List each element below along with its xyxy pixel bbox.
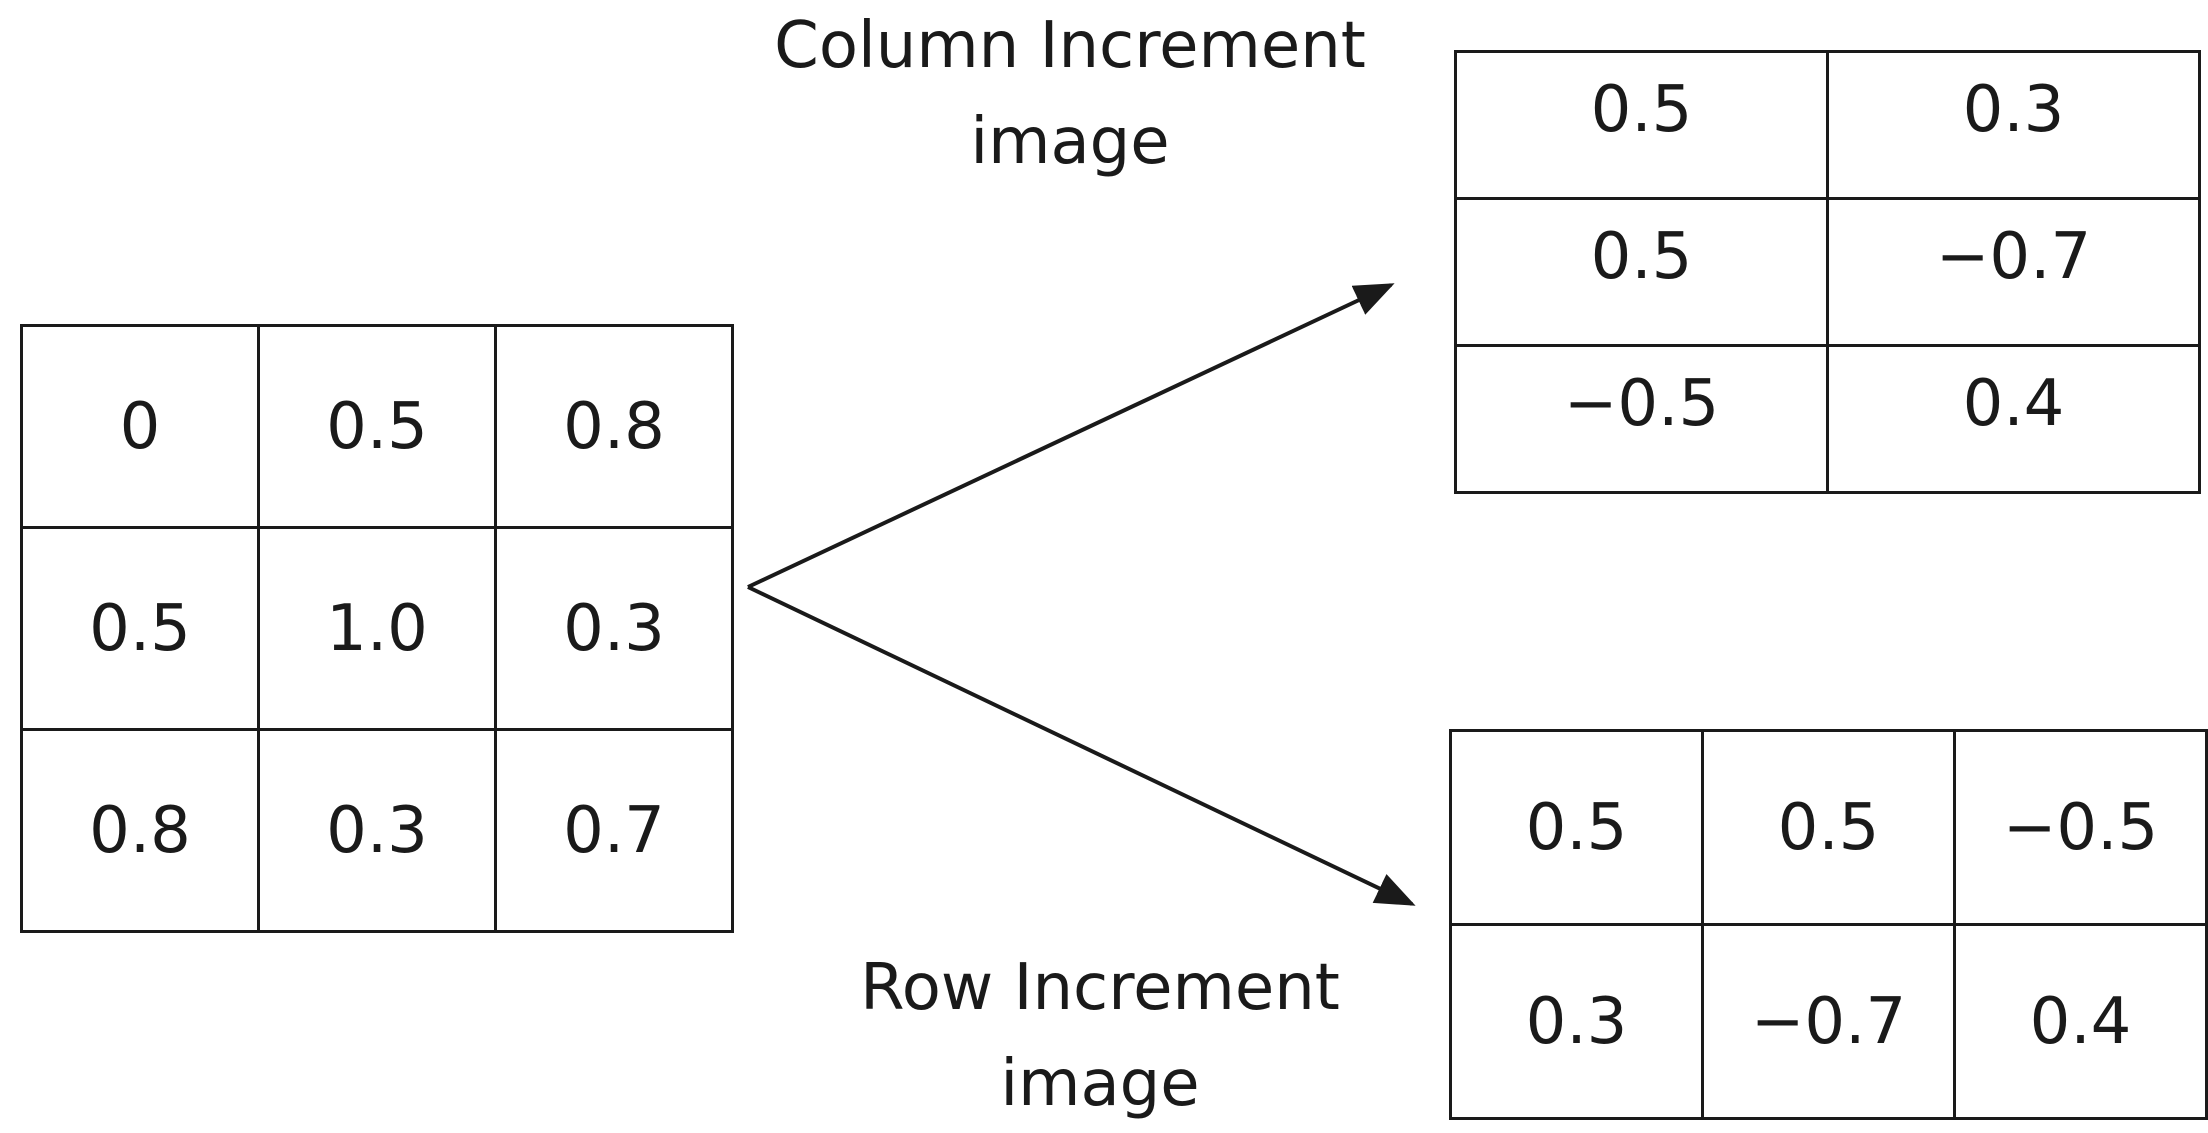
- grid-row: 0.5 0.3: [1454, 50, 2201, 200]
- grid-row: 0.5 1.0 0.3: [20, 526, 734, 731]
- grid-row: 0 0.5 0.8: [20, 324, 734, 529]
- grid-cell: 0.5: [1454, 50, 1829, 200]
- grid-row: −0.5 0.4: [1454, 344, 2201, 494]
- column-increment-label: Column Increment image: [774, 9, 1366, 179]
- grid-cell: −0.5: [1454, 344, 1829, 494]
- grid-cell: 0.5: [1449, 729, 1704, 926]
- grid-row: 0.3 −0.7 0.4: [1449, 923, 2208, 1120]
- grid-cell: 0.3: [257, 728, 497, 933]
- grid-cell: 0.8: [494, 324, 734, 529]
- row-increment-grid: 0.5 0.5 −0.5 0.3 −0.7 0.4: [1449, 729, 2208, 1120]
- grid-row: 0.8 0.3 0.7: [20, 728, 734, 933]
- grid-cell: 0.4: [1953, 923, 2208, 1120]
- grid-cell: 0.4: [1826, 344, 2201, 494]
- grid-cell: 0.5: [1454, 197, 1829, 347]
- grid-row: 0.5 −0.7: [1454, 197, 2201, 347]
- arrow-to-row-increment: [747, 585, 1416, 906]
- grid-cell: 1.0: [257, 526, 497, 731]
- source-image-grid: 0 0.5 0.8 0.5 1.0 0.3 0.8 0.3 0.7: [20, 324, 734, 933]
- grid-cell: −0.7: [1701, 923, 1956, 1120]
- arrow-to-column-increment: [747, 283, 1395, 589]
- grid-cell: 0.3: [1826, 50, 2201, 200]
- grid-cell: 0.5: [1701, 729, 1956, 926]
- grid-cell: −0.5: [1953, 729, 2208, 926]
- grid-cell: 0.5: [20, 526, 260, 731]
- grid-cell: −0.7: [1826, 197, 2201, 347]
- grid-cell: 0: [20, 324, 260, 529]
- grid-cell: 0.3: [494, 526, 734, 731]
- grid-cell: 0.8: [20, 728, 260, 933]
- grid-row: 0.5 0.5 −0.5: [1449, 729, 2208, 926]
- row-increment-label: Row Increment image: [860, 951, 1340, 1121]
- grid-cell: 0.3: [1449, 923, 1704, 1120]
- grid-cell: 0.5: [257, 324, 497, 529]
- grid-cell: 0.7: [494, 728, 734, 933]
- column-increment-grid: 0.5 0.3 0.5 −0.7 −0.5 0.4: [1454, 50, 2201, 494]
